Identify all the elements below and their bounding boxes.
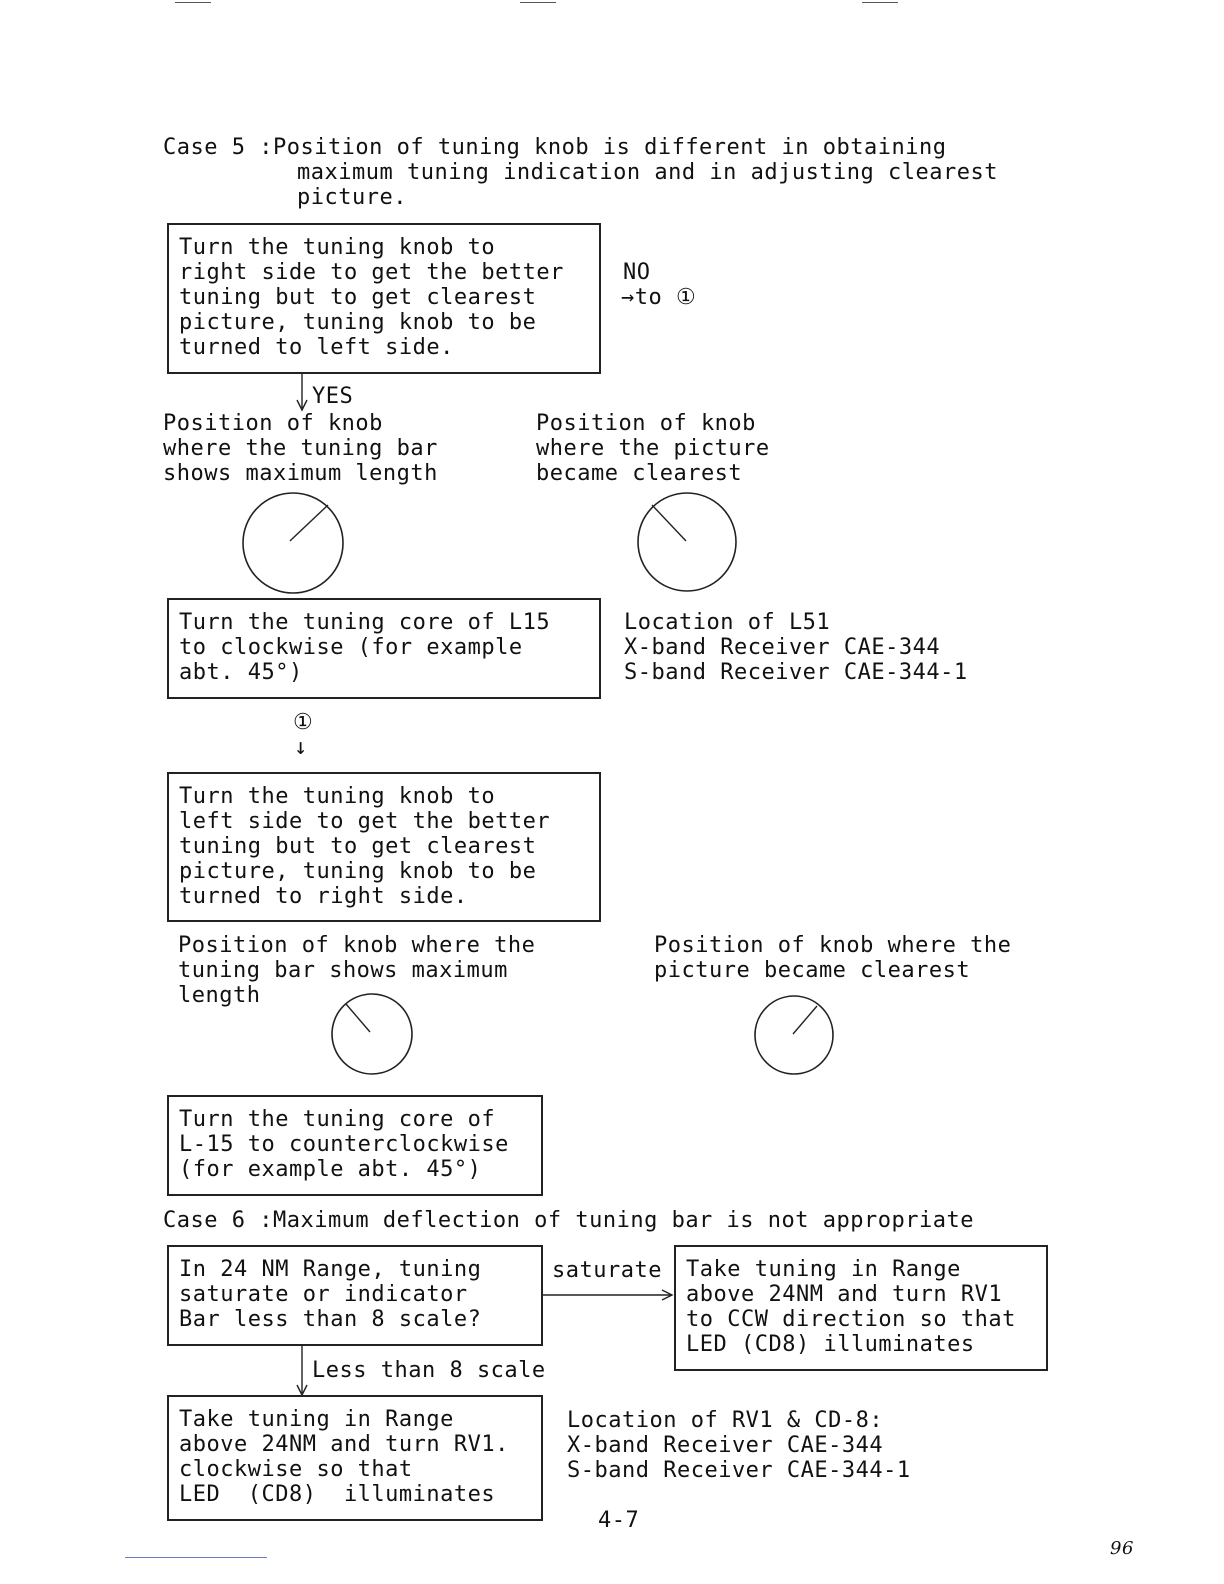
- box-line: Take tuning in Range: [179, 1407, 454, 1432]
- pos-clear-2-line: picture became clearest: [654, 958, 971, 983]
- step-box-turn-knob-right: Turn the tuning knob to right side to ge…: [167, 223, 601, 374]
- pos-max-2-line: length: [178, 983, 261, 1008]
- step-box-turn-core-counterclockwise: Turn the tuning core of L-15 to counterc…: [167, 1095, 543, 1196]
- box-line: (for example abt. 45°): [179, 1157, 482, 1182]
- box-line: turned to left side.: [179, 335, 454, 360]
- step-box-turn-knob-left: Turn the tuning knob to left side to get…: [167, 772, 601, 922]
- scan-mark: [862, 2, 898, 3]
- box-line: Turn the tuning core of L15: [179, 610, 551, 635]
- step-box-turn-core-clockwise: Turn the tuning core of L15 to clockwise…: [167, 598, 601, 699]
- knob-left-dial: [331, 993, 413, 1075]
- location-rv1-line: X-band Receiver CAE-344: [567, 1433, 884, 1458]
- pos-clear-1-line: became clearest: [536, 461, 743, 486]
- less-than-label: Less than 8 scale: [312, 1358, 546, 1383]
- box-line: to CCW direction so that: [686, 1307, 1016, 1332]
- box-line: to clockwise (for example: [179, 635, 523, 660]
- down-arrow-icon: ↓: [294, 735, 308, 760]
- box-line: above 24NM and turn RV1.: [179, 1432, 509, 1457]
- pos-max-1-line: Position of knob: [163, 411, 383, 436]
- box-line: right side to get the better: [179, 260, 564, 285]
- knob-left-dial: [637, 492, 737, 592]
- handwritten-page-number: 96: [1110, 1538, 1134, 1559]
- scan-mark: [125, 1557, 267, 1558]
- pos-max-2-line: Position of knob where the: [178, 933, 536, 958]
- pos-max-1-line: where the tuning bar: [163, 436, 438, 461]
- box-line: above 24NM and turn RV1: [686, 1282, 1003, 1307]
- box-line: Bar less than 8 scale?: [179, 1307, 482, 1332]
- case5-heading-line2: maximum tuning indication and in adjusti…: [297, 160, 999, 185]
- pos-clear-1-line: where the picture: [536, 436, 770, 461]
- no-target: →to ①: [621, 285, 697, 310]
- case6-heading: Case 6 :Maximum deflection of tuning bar…: [163, 1208, 974, 1233]
- step-box-turn-rv1-ccw: Take tuning in Range above 24NM and turn…: [674, 1245, 1048, 1371]
- box-line: Turn the tuning knob to: [179, 235, 496, 260]
- pos-max-2-line: tuning bar shows maximum: [178, 958, 508, 983]
- knob-right-dial: [754, 995, 834, 1075]
- box-line: tuning but to get clearest: [179, 285, 537, 310]
- box-line: LED (CD8) illuminates: [686, 1332, 975, 1357]
- box-line: left side to get the better: [179, 809, 551, 834]
- box-line: Take tuning in Range: [686, 1257, 961, 1282]
- step-marker-1: ①: [293, 710, 314, 735]
- step-box-turn-rv1-clockwise: Take tuning in Range above 24NM and turn…: [167, 1395, 543, 1521]
- case5-heading: Case 5 :Position of tuning knob is diffe…: [163, 135, 947, 160]
- location-rv1-line: Location of RV1 & CD-8:: [567, 1408, 884, 1433]
- scan-mark: [175, 2, 211, 3]
- box-line: Turn the tuning knob to: [179, 784, 496, 809]
- box-line: turned to right side.: [179, 884, 468, 909]
- scan-mark: [520, 2, 556, 3]
- pos-max-1-line: shows maximum length: [163, 461, 438, 486]
- box-line: In 24 NM Range, tuning: [179, 1257, 482, 1282]
- location-l51-line: X-band Receiver CAE-344: [624, 635, 941, 660]
- location-l51-line: S-band Receiver CAE-344-1: [624, 660, 968, 685]
- box-line: saturate or indicator: [179, 1282, 468, 1307]
- pos-clear-2-line: Position of knob where the: [654, 933, 1012, 958]
- saturate-label: saturate: [552, 1258, 662, 1283]
- box-line: L-15 to counterclockwise: [179, 1132, 509, 1157]
- location-l51-line: Location of L51: [624, 610, 831, 635]
- box-line: LED (CD8) illuminates: [179, 1482, 496, 1507]
- box-line: tuning but to get clearest: [179, 834, 537, 859]
- case5-heading-line3: picture.: [297, 185, 407, 210]
- box-line: abt. 45°): [179, 660, 303, 685]
- knob-right-dial: [242, 492, 344, 594]
- pos-clear-1-line: Position of knob: [536, 411, 756, 436]
- box-line: picture, tuning knob to be: [179, 859, 537, 884]
- no-label: NO: [623, 260, 651, 285]
- page-number: 4-7: [598, 1508, 640, 1533]
- box-line: picture, tuning knob to be: [179, 310, 537, 335]
- box-line: clockwise so that: [179, 1457, 413, 1482]
- box-line: Turn the tuning core of: [179, 1107, 496, 1132]
- location-rv1-line: S-band Receiver CAE-344-1: [567, 1458, 911, 1483]
- decision-box-24nm: In 24 NM Range, tuning saturate or indic…: [167, 1245, 543, 1346]
- yes-label: YES: [312, 384, 354, 409]
